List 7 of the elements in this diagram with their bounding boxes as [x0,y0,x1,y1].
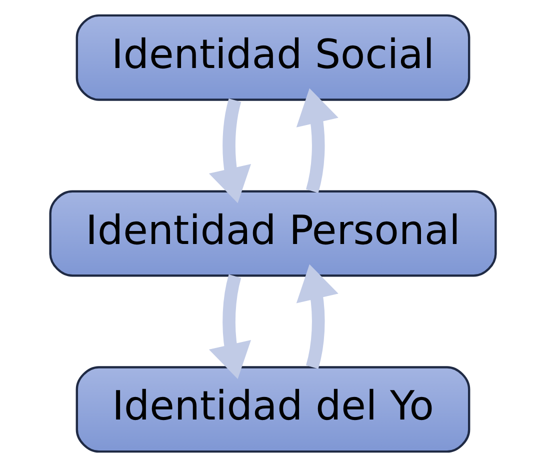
arrow [208,274,252,380]
node-box: Identidad Social [76,14,470,101]
arrow [296,264,338,369]
arrow [296,88,338,193]
node-box: Identidad Personal [49,190,497,277]
arrow [208,98,252,204]
node-box: Identidad del Yo [76,366,470,453]
